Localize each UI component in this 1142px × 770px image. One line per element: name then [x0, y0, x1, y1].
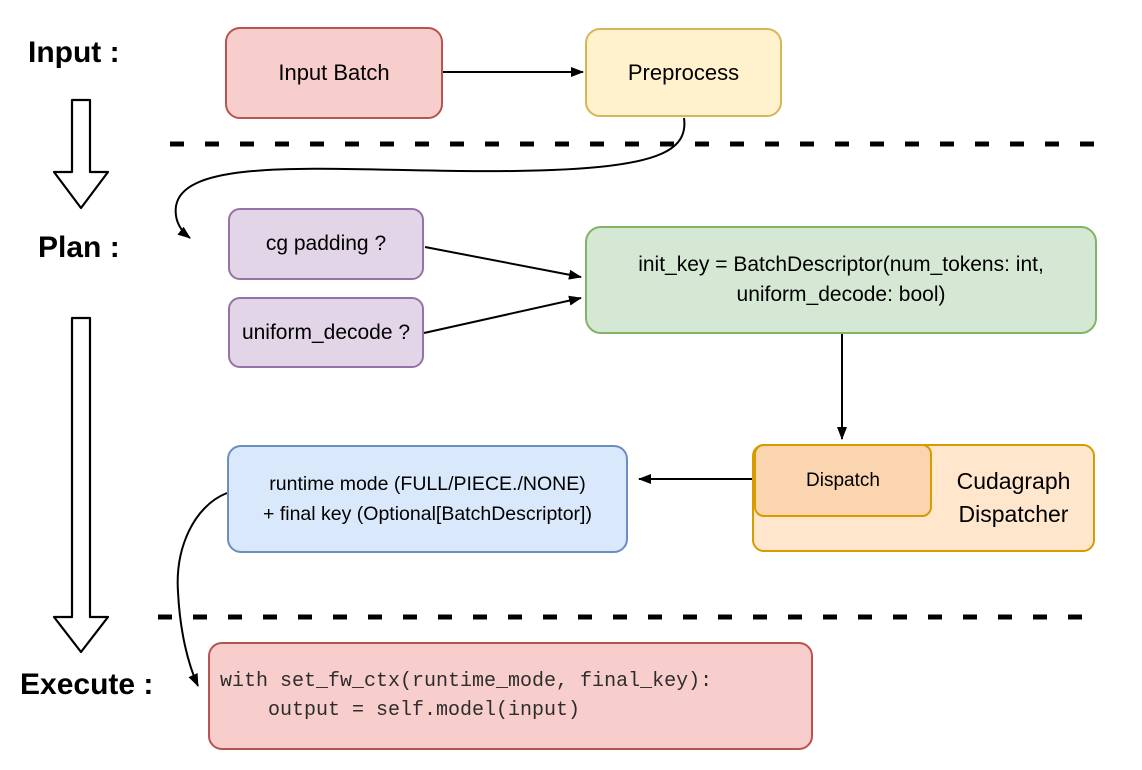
- node-init-key: init_key = BatchDescriptor(num_tokens: i…: [585, 226, 1097, 334]
- plan-section-label: Plan :: [38, 231, 120, 264]
- node-dispatch-label: Dispatch: [806, 469, 880, 491]
- node-preprocess: Preprocess: [585, 28, 782, 117]
- execute-section-label: Execute :: [20, 668, 154, 701]
- node-preprocess-label: Preprocess: [627, 59, 740, 85]
- node-cg-padding: cg padding ?: [228, 208, 424, 280]
- node-uniform-decode-label: uniform_decode ?: [241, 320, 411, 344]
- cudagraph-line1: Cudagraph: [956, 467, 1071, 494]
- node-dispatch: Dispatch: [754, 444, 932, 517]
- arrow-cg-padding-to-init-key: [424, 246, 582, 280]
- node-cudagraph-dispatcher-label: Cudagraph Dispatcher: [934, 446, 1093, 550]
- runtime-mode-line2: + final key (Optional[BatchDescriptor]): [263, 503, 592, 525]
- cudagraph-line2: Dispatcher: [958, 501, 1069, 527]
- node-uniform-decode: uniform_decode ?: [228, 297, 424, 368]
- flow-arrow-input-to-plan: [52, 98, 110, 210]
- input-section-label: Input :: [28, 36, 120, 69]
- node-input-batch-label: Input Batch: [278, 60, 390, 85]
- node-input-batch: Input Batch: [225, 27, 443, 119]
- flow-arrow-plan-to-execute: [52, 316, 110, 654]
- node-runtime-mode: runtime mode (FULL/PIECE./NONE) + final …: [227, 445, 628, 553]
- execute-code-line1: with set_fw_ctx(runtime_mode, final_key)…: [220, 670, 713, 693]
- arrow-uniform-decode-to-init-key: [423, 295, 582, 334]
- node-init-key-line1: init_key = BatchDescriptor(num_tokens: i…: [638, 252, 1044, 276]
- node-execute-code: with set_fw_ctx(runtime_mode, final_key)…: [208, 642, 813, 750]
- node-init-key-line2: uniform_decode: bool): [736, 283, 946, 306]
- node-cg-padding-label: cg padding ?: [265, 232, 387, 255]
- execute-code-line2: output = self.model(input): [220, 699, 581, 722]
- runtime-mode-line1: runtime mode (FULL/PIECE./NONE): [269, 472, 586, 495]
